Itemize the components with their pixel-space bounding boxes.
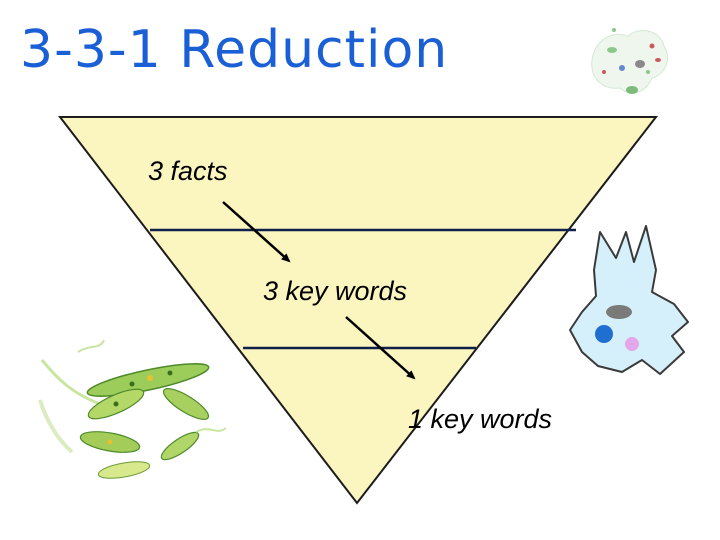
level-label-one-key-word: 1 key words (408, 404, 552, 434)
euglena-icon (38, 339, 227, 479)
reduction-arrow (345, 316, 416, 380)
reduction-arrow (222, 201, 291, 263)
amoeba-icon (569, 225, 689, 375)
level-label-facts: 3 facts (148, 156, 228, 186)
level-label-key-words: 3 key words (263, 276, 407, 306)
microorganisms-icon (591, 28, 668, 94)
pyramid-shape (57, 116, 659, 505)
page-title: 3-3-1 Reduction (20, 20, 449, 80)
